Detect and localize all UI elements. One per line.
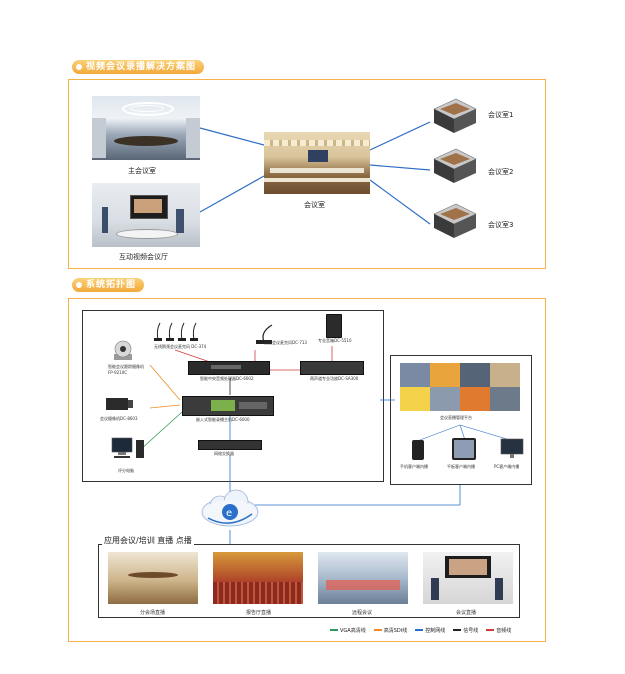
app-label-auditorium: 报告厅直播 <box>246 610 272 616</box>
meeting-room-1-label: 会议室1 <box>488 111 514 119</box>
legend-swatch-sdi <box>373 629 382 631</box>
section2-title: 系统拓扑图 <box>72 278 145 292</box>
meeting-room-2-label: 会议室2 <box>488 168 514 176</box>
legend-label-signal: 信号线 <box>463 627 479 634</box>
app-photo-remote <box>318 552 408 604</box>
legend-item-signal: 信号线 <box>453 627 478 634</box>
internet-cloud-icon: e <box>198 488 262 530</box>
recording-host-label: 嵌入式智能录播主机DC-6000 <box>196 417 250 422</box>
section1-title: 视频会议录播解决方案图 <box>72 60 205 74</box>
monitor-icon <box>500 438 524 460</box>
app-label-branch: 分会场直播 <box>140 610 166 616</box>
legend-swatch-audio <box>486 629 495 631</box>
tracking-camera-icon <box>110 340 136 362</box>
wireless-mic-label: 无线鹅颈会议麦克风 DC-374 <box>154 344 207 349</box>
legend-swatch-control <box>415 629 424 631</box>
speaker-icon <box>326 314 342 338</box>
platform-box <box>390 355 532 485</box>
interactive-room-photo <box>92 183 200 247</box>
meeting-room-3-icon <box>430 200 478 240</box>
meeting-room-3-label: 会议室3 <box>488 221 514 229</box>
tracking-camera-label: 智能会议跟踪摄像机 FP-9210C <box>108 364 144 375</box>
platform-label: 会议直播管理平台 <box>440 415 472 420</box>
audio-processor-label: 智能中央音频处理器DC-6002 <box>200 376 254 381</box>
legend: VGA高清线 高清SDI线 控制网线 信号线 音频线 <box>330 626 511 634</box>
amplifier-icon <box>300 361 364 375</box>
app-label-remote: 远程会议 <box>352 610 373 616</box>
legend-item-vga: VGA高清线 <box>330 627 366 634</box>
meeting-room-2-icon <box>430 145 478 185</box>
phone-icon <box>412 440 424 460</box>
legend-item-audio: 音频线 <box>486 627 511 634</box>
app-label-meeting: 会议直播 <box>456 610 477 616</box>
meeting-room-1-icon <box>430 95 478 135</box>
client-pc-label: PC客户端内播 <box>494 464 520 469</box>
legend-label-sdi: 高清SDI线 <box>383 627 408 634</box>
interactive-room-label: 互动视频会议厅 <box>119 253 168 261</box>
box-camera-icon <box>104 396 134 412</box>
network-switch-label: 网络交换器 <box>214 451 234 456</box>
pc-icon <box>110 436 150 466</box>
legend-item-sdi: 高清SDI线 <box>373 627 408 634</box>
legend-swatch-vga <box>330 629 338 631</box>
tablet-icon <box>452 438 476 460</box>
solution-frame <box>68 79 546 269</box>
legend-label-control: 控制网线 <box>425 627 446 634</box>
legend-swatch-signal <box>453 629 462 631</box>
platform-screen <box>400 363 520 411</box>
desk-mic-label: 桌面会议麦克风DC-713 <box>264 340 307 345</box>
application-box <box>98 544 520 618</box>
main-room-label: 主会议室 <box>128 167 156 175</box>
topology-frame <box>68 298 546 642</box>
device-box <box>82 310 384 482</box>
pc-label: 评分电脑 <box>118 468 134 473</box>
audio-processor-icon <box>188 361 270 375</box>
app-photo-branch <box>108 552 198 604</box>
center-room-label: 会议室 <box>304 201 325 209</box>
legend-label-audio: 音频线 <box>496 627 512 634</box>
app-photo-auditorium <box>213 552 303 604</box>
amplifier-label: 两声道专业功放DC-SA300 <box>310 376 359 381</box>
speaker-label: 专业音箱DC-5510 <box>318 338 352 343</box>
legend-label-vga: VGA高清线 <box>340 627 366 634</box>
box-camera-label: 会议摄像机DC-8603 <box>100 416 138 421</box>
app-photo-meeting <box>423 552 513 604</box>
desk-mic-icon <box>250 322 280 344</box>
application-title: 应用会议/培训 直播 点播 <box>102 535 194 546</box>
center-room-photo <box>264 132 370 194</box>
main-room-photo <box>92 96 200 160</box>
wireless-mic-icon <box>152 320 204 342</box>
client-mobile-label: 手机客户端内播 <box>400 464 428 469</box>
network-switch-icon <box>198 440 262 450</box>
legend-item-control: 控制网线 <box>415 627 445 634</box>
recording-host-icon <box>182 396 274 416</box>
client-tablet-label: 平板客户端内播 <box>447 464 475 469</box>
svg-text:e: e <box>226 508 232 519</box>
